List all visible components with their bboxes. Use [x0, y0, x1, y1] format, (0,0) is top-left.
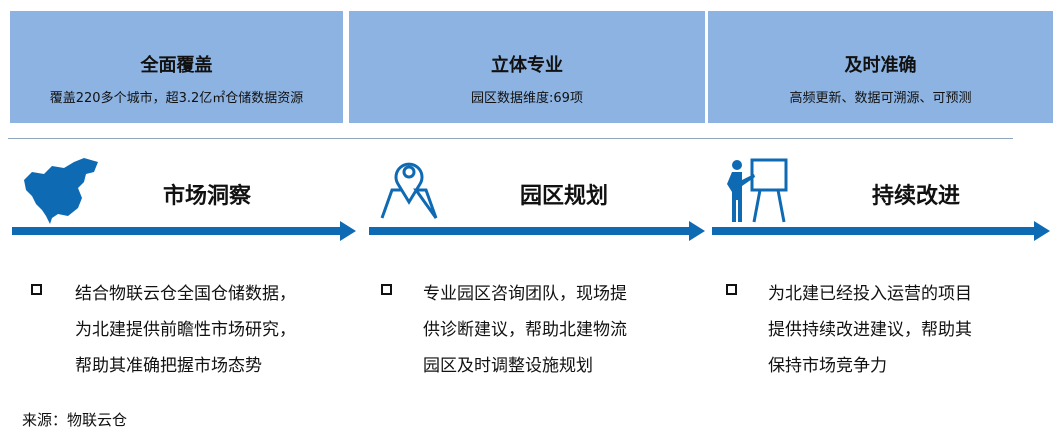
description-line: 保持市场竞争力: [768, 356, 887, 376]
feature-box-coverage: 全面覆盖 覆盖220多个城市，超3.2亿㎡仓储数据资源: [10, 11, 343, 123]
feature-title: 立体专业: [491, 55, 563, 76]
feature-subtitle: 高频更新、数据可溯源、可预测: [789, 91, 972, 106]
service-description: 为北建已经投入运营的项目 提供持续改进建议，帮助其 保持市场竞争力: [768, 276, 1063, 384]
china-map-icon: [24, 158, 98, 224]
bullet-icon: [31, 284, 42, 295]
arrow: [369, 221, 705, 241]
feature-box-professional: 立体专业 园区数据维度:69项: [349, 11, 705, 123]
description-line: 结合物联云仓全国仓储数据，: [75, 284, 296, 304]
service-title: 市场洞察: [163, 184, 252, 209]
description-line: 园区及时调整设施规划: [423, 356, 593, 376]
description-line: 供诊断建议，帮助北建物流: [423, 320, 627, 340]
feature-subtitle: 园区数据维度:69项: [471, 91, 583, 106]
feature-title: 及时准确: [844, 55, 917, 76]
bullet-icon: [726, 284, 737, 295]
feature-title: 全面覆盖: [140, 55, 213, 76]
service-title: 园区规划: [520, 184, 609, 209]
presenter-icon: [727, 158, 788, 223]
description-line: 为北建提供前瞻性市场研究，: [75, 320, 296, 340]
bullet-icon: [381, 284, 392, 295]
description-line: 为北建已经投入运营的项目: [768, 284, 972, 304]
service-title: 持续改进: [872, 184, 961, 209]
source-note: 来源：物联云仓: [22, 411, 128, 429]
feature-box-timely: 及时准确 高频更新、数据可溯源、可预测: [708, 11, 1053, 123]
description-line: 帮助其准确把握市场态势: [75, 356, 262, 376]
divider: [8, 138, 1013, 139]
service-description: 专业园区咨询团队，现场提 供诊断建议，帮助北建物流 园区及时调整设施规划: [423, 276, 723, 384]
description-line: 专业园区咨询团队，现场提: [423, 284, 627, 304]
map-pin-icon: [380, 162, 438, 219]
feature-subtitle: 覆盖220多个城市，超3.2亿㎡仓储数据资源: [49, 91, 304, 106]
arrow: [12, 221, 356, 241]
arrow: [712, 221, 1050, 241]
description-line: 提供持续改进建议，帮助其: [768, 320, 972, 340]
service-description: 结合物联云仓全国仓储数据， 为北建提供前瞻性市场研究， 帮助其准确把握市场态势: [75, 276, 375, 384]
